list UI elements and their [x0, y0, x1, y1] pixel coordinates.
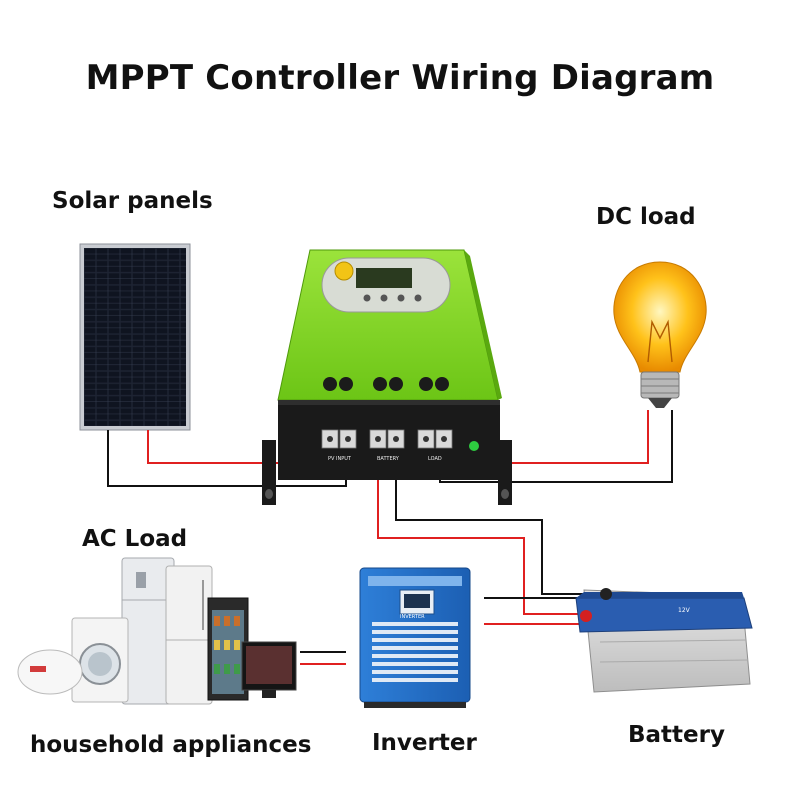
- solar-panel: [79, 243, 191, 431]
- pv-input-terminal-label: PV INPUT: [328, 456, 352, 462]
- light-bulb-icon: [613, 261, 707, 408]
- page-title: MPPT Controller Wiring Diagram: [85, 58, 715, 98]
- inverter-unit: INVERTER: [359, 567, 471, 708]
- household-appliances-group: [17, 557, 297, 705]
- status-led: [469, 441, 479, 451]
- solar-panels-label: Solar panels: [52, 188, 213, 214]
- battery-spec-text: 12V: [678, 607, 691, 614]
- inverter-label: Inverter: [372, 730, 477, 756]
- load-terminal-label: LOAD: [428, 456, 442, 462]
- ac-load-label: AC Load: [82, 526, 188, 552]
- household-appliances-label: household appliances: [30, 732, 312, 758]
- mppt-controller: PV INPUT BATTERY LOAD: [262, 249, 512, 505]
- dc-load-label: DC load: [596, 204, 696, 230]
- inverter-panel-text: INVERTER: [400, 614, 425, 620]
- battery-terminal-label: BATTERY: [377, 456, 400, 462]
- battery-unit: 12V: [575, 588, 753, 693]
- battery-label: Battery: [628, 722, 725, 748]
